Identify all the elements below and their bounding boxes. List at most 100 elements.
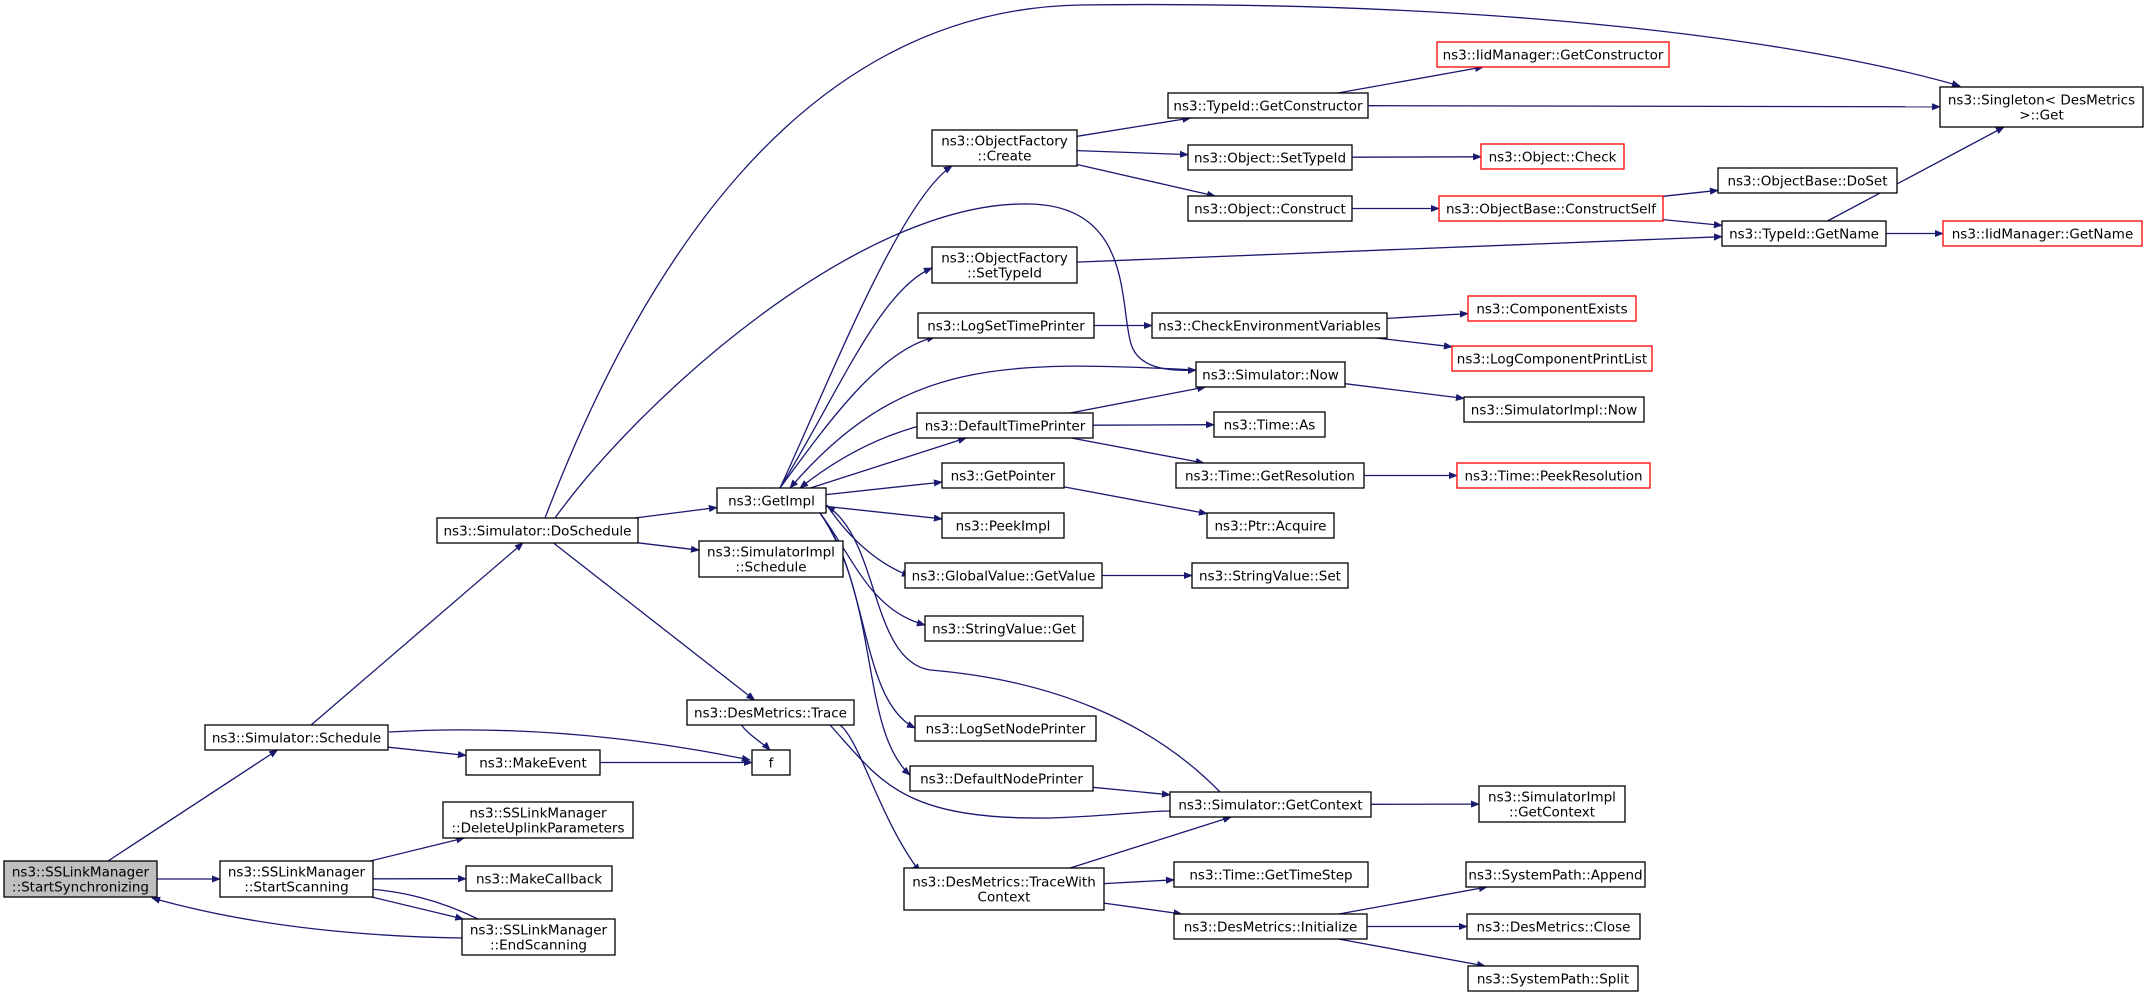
call-edge-schedule-to-doSchedule bbox=[310, 542, 524, 726]
node-box bbox=[3, 860, 158, 898]
graph-node-doSchedule[interactable]: ns3::Simulator::DoSchedule bbox=[436, 517, 639, 544]
graph-node-getPointer[interactable]: ns3::GetPointer bbox=[941, 462, 1065, 489]
graph-node-objSetTypeId[interactable]: ns3::Object::SetTypeId bbox=[1187, 144, 1353, 171]
graph-node-gvGetValue[interactable]: ns3::GlobalValue::GetValue bbox=[904, 562, 1103, 589]
graph-node-obDoSet[interactable]: ns3::ObjectBase::DoSet bbox=[1717, 167, 1898, 194]
node-box bbox=[1169, 791, 1372, 818]
graph-node-getImpl[interactable]: ns3::GetImpl bbox=[716, 487, 827, 514]
graph-node-startScanning[interactable]: ns3::SSLinkManager::StartScanning bbox=[219, 860, 374, 898]
node-label: ns3::Simulator::Now bbox=[1202, 368, 1339, 384]
node-label: ns3::GetImpl bbox=[728, 494, 815, 510]
call-edge-typeIdGetCtor-to-iidGetCtor bbox=[1337, 64, 1484, 94]
graph-node-ofSetTypeId[interactable]: ns3::ObjectFactory::SetTypeId bbox=[931, 246, 1078, 284]
graph-node-iidGetCtor[interactable]: ns3::IidManager::GetConstructor bbox=[1436, 41, 1670, 68]
graph-node-objCheck[interactable]: ns3::Object::Check bbox=[1480, 143, 1625, 170]
call-edge-desInit-to-spAppend bbox=[1338, 884, 1488, 915]
call-edge-doSchedule-to-desTrace bbox=[553, 542, 756, 701]
graph-node-ofCreate[interactable]: ns3::ObjectFactory::Create bbox=[931, 129, 1078, 167]
graph-node-timeGetRes[interactable]: ns3::Time::GetResolution bbox=[1175, 462, 1365, 489]
graph-node-peekImpl[interactable]: ns3::PeekImpl bbox=[941, 512, 1065, 539]
node-label: ns3::SSLinkManager bbox=[12, 865, 150, 881]
call-edge-getImpl-to-ofSetTypeId bbox=[779, 267, 933, 489]
graph-node-defaultTimePrinter[interactable]: ns3::DefaultTimePrinter bbox=[916, 412, 1094, 439]
graph-node-simImplNow[interactable]: ns3::SimulatorImpl::Now bbox=[1463, 396, 1645, 423]
graph-node-desClose[interactable]: ns3::DesMetrics::Close bbox=[1466, 913, 1641, 940]
node-box bbox=[1191, 562, 1349, 589]
graph-node-typeIdGetName[interactable]: ns3::TypeId::GetName bbox=[1721, 220, 1887, 247]
node-box bbox=[941, 462, 1065, 489]
node-label: ns3::Object::Construct bbox=[1194, 202, 1346, 218]
graph-node-iidGetName[interactable]: ns3::IidManager::GetName bbox=[1942, 220, 2143, 247]
graph-node-simNow[interactable]: ns3::Simulator::Now bbox=[1195, 361, 1346, 388]
node-box bbox=[1463, 396, 1645, 423]
call-edge-obConstructSelf-to-typeIdGetName bbox=[1662, 218, 1723, 229]
node-label: ns3::Singleton< DesMetrics bbox=[1948, 93, 2135, 109]
graph-node-simImplGetContext[interactable]: ns3::SimulatorImpl::GetContext bbox=[1478, 785, 1626, 823]
graph-node-desInit[interactable]: ns3::DesMetrics::Initialize bbox=[1173, 913, 1368, 940]
graph-node-simImplSchedule[interactable]: ns3::SimulatorImpl::Schedule bbox=[698, 540, 844, 578]
graph-node-objConstruct[interactable]: ns3::Object::Construct bbox=[1187, 195, 1353, 222]
graph-node-makeEvent[interactable]: ns3::MakeEvent bbox=[465, 749, 601, 776]
graph-node-timeGetTimeStep[interactable]: ns3::Time::GetTimeStep bbox=[1173, 861, 1369, 888]
graph-node-obConstructSelf[interactable]: ns3::ObjectBase::ConstructSelf bbox=[1438, 195, 1664, 222]
node-label: ::DeleteUplinkParameters bbox=[451, 821, 624, 837]
call-edge-traceWithContext-to-desInit bbox=[1103, 902, 1183, 917]
node-label: ns3::Time::GetTimeStep bbox=[1189, 868, 1352, 884]
call-edge-getImpl-to-logSetTimePrinter bbox=[779, 335, 936, 489]
call-edge-typeIdGetName-to-singletonGet bbox=[1827, 126, 2005, 222]
node-label: f bbox=[769, 756, 775, 772]
graph-node-simGetContext[interactable]: ns3::Simulator::GetContext bbox=[1169, 791, 1372, 818]
node-label: ns3::Object::Check bbox=[1489, 150, 1617, 166]
graph-node-logCompPrintList[interactable]: ns3::LogComponentPrintList bbox=[1451, 345, 1653, 372]
call-edge-typeIdGetCtor-to-singletonGet bbox=[1367, 103, 1941, 111]
node-box bbox=[1465, 861, 1646, 888]
call-edge-ofCreate-to-objConstruct bbox=[1076, 163, 1216, 198]
graph-node-svSet[interactable]: ns3::StringValue::Set bbox=[1191, 562, 1349, 589]
node-label: ns3::Time::As bbox=[1224, 418, 1316, 434]
node-box bbox=[465, 749, 601, 776]
node-label: ::Create bbox=[978, 149, 1032, 165]
graph-node-desTrace[interactable]: ns3::DesMetrics::Trace bbox=[686, 699, 855, 726]
graph-node-schedule[interactable]: ns3::Simulator::Schedule bbox=[204, 724, 389, 751]
node-label: ns3::LogSetTimePrinter bbox=[927, 319, 1085, 335]
graph-node-logSetNodePrinter[interactable]: ns3::LogSetNodePrinter bbox=[914, 715, 1097, 742]
node-label: ns3::GetPointer bbox=[951, 469, 1056, 485]
graph-node-f[interactable]: f bbox=[751, 749, 791, 776]
call-edge-desTrace-to-traceWithContext bbox=[839, 724, 921, 873]
node-box bbox=[914, 715, 1097, 742]
graph-node-spSplit[interactable]: ns3::SystemPath::Split bbox=[1467, 965, 1639, 992]
graph-node-ptrAcquire[interactable]: ns3::Ptr::Acquire bbox=[1206, 512, 1335, 539]
node-label: ::StartScanning bbox=[244, 880, 348, 896]
node-box bbox=[1167, 92, 1369, 119]
graph-node-spAppend[interactable]: ns3::SystemPath::Append bbox=[1465, 861, 1646, 888]
call-edge-getPointer-to-ptrAcquire bbox=[1063, 486, 1208, 516]
call-edge-obConstructSelf-to-obDoSet bbox=[1662, 187, 1719, 197]
node-box bbox=[931, 129, 1078, 167]
graph-node-startSync[interactable]: ns3::SSLinkManager::StartSynchronizing bbox=[3, 860, 158, 898]
graph-node-singletonGet[interactable]: ns3::Singleton< DesMetrics >::Get bbox=[1939, 86, 2144, 128]
graph-node-svGet[interactable]: ns3::StringValue::Get bbox=[924, 615, 1084, 642]
node-box bbox=[1478, 785, 1626, 823]
call-edge-doSchedule-to-simImplSchedule bbox=[637, 542, 700, 553]
node-box bbox=[931, 246, 1078, 284]
node-label: ns3::StringValue::Get bbox=[932, 622, 1076, 638]
graph-node-timeAs[interactable]: ns3::Time::As bbox=[1213, 411, 1326, 438]
graph-node-logSetTimePrinter[interactable]: ns3::LogSetTimePrinter bbox=[917, 312, 1095, 339]
node-label: ::SetTypeId bbox=[967, 266, 1042, 282]
graph-node-componentExists[interactable]: ns3::ComponentExists bbox=[1467, 295, 1637, 322]
node-label: ns3::DesMetrics::Trace bbox=[694, 706, 847, 722]
graph-node-endScanning[interactable]: ns3::SSLinkManager::EndScanning bbox=[461, 918, 616, 956]
graph-node-checkEnv[interactable]: ns3::CheckEnvironmentVariables bbox=[1151, 312, 1388, 339]
graph-node-makeCallback[interactable]: ns3::MakeCallback bbox=[465, 865, 613, 892]
node-label: ns3::SystemPath::Append bbox=[1468, 868, 1642, 884]
graph-node-timePeekRes[interactable]: ns3::Time::PeekResolution bbox=[1456, 462, 1651, 489]
node-box bbox=[698, 540, 844, 578]
graph-node-typeIdGetCtor[interactable]: ns3::TypeId::GetConstructor bbox=[1167, 92, 1369, 119]
node-box bbox=[219, 860, 374, 898]
call-edge-getImpl-to-svGet bbox=[819, 512, 926, 627]
graph-node-defaultNodePrinter[interactable]: ns3::DefaultNodePrinter bbox=[909, 765, 1094, 792]
call-edge-simNow-to-simImplNow bbox=[1344, 383, 1465, 401]
node-label: ns3::DefaultTimePrinter bbox=[925, 419, 1086, 435]
graph-node-deleteUplink[interactable]: ns3::SSLinkManager::DeleteUplinkParamete… bbox=[442, 801, 634, 839]
